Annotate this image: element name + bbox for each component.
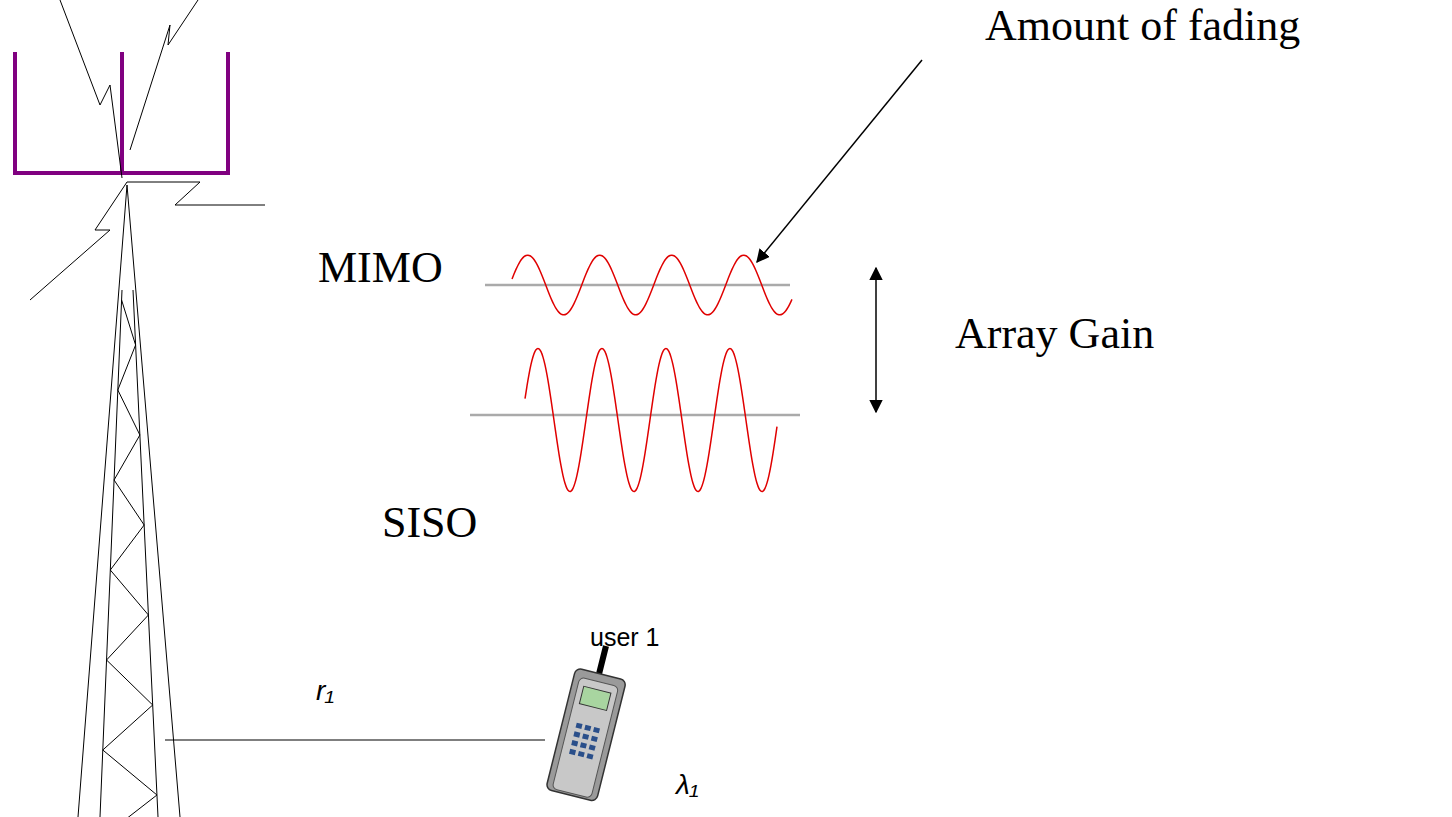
- text-label: SISO: [382, 499, 477, 547]
- gain-arrow: [875, 268, 877, 412]
- text-label: Array Gain: [955, 310, 1154, 358]
- distance-line: [165, 739, 545, 740]
- text-label: MIMO: [318, 244, 443, 292]
- text-label: λ₁: [676, 770, 699, 801]
- siso-baseline: [470, 414, 800, 417]
- siso-fading-wave: [525, 348, 777, 491]
- text-label: Amount of fading: [985, 2, 1300, 50]
- callout-arrow: [757, 60, 922, 262]
- text-label: r₁: [316, 676, 334, 707]
- radiation-lines: [30, 0, 265, 300]
- phone-icon: [546, 646, 627, 802]
- mimo-fading-wave: [512, 255, 792, 315]
- text-label: user 1: [590, 624, 659, 652]
- tower: [78, 185, 180, 817]
- mimo-baseline: [485, 284, 790, 287]
- antenna-array: [15, 52, 228, 173]
